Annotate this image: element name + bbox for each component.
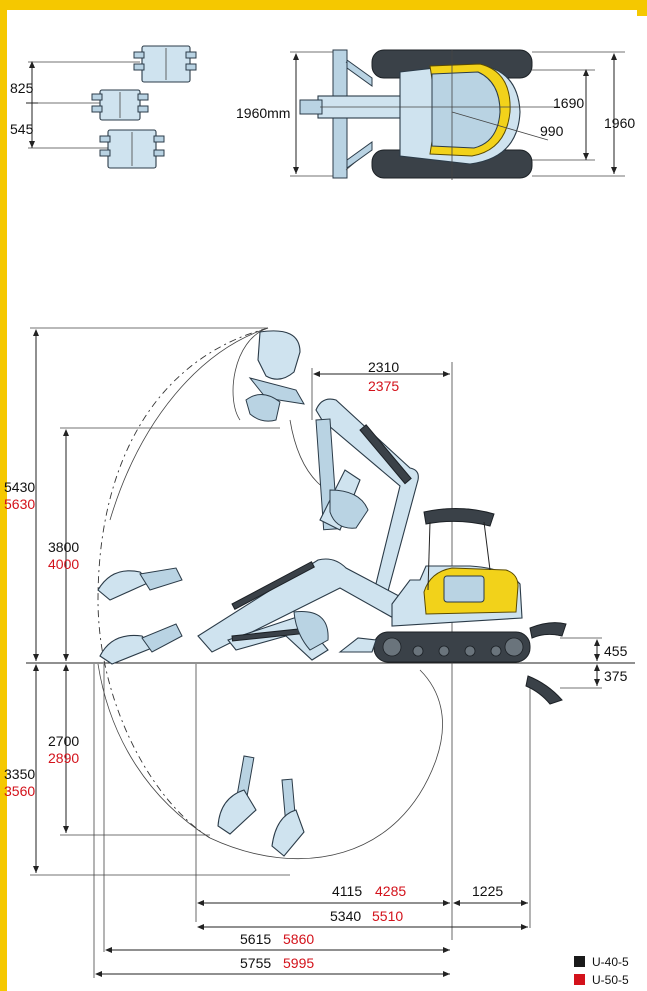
excavator-side-body bbox=[338, 507, 567, 705]
bucket-full-reach-upper bbox=[97, 567, 183, 601]
bucket-max-height bbox=[245, 330, 305, 422]
dim-blade-depth: 375 bbox=[604, 668, 628, 684]
dim-offset-right: 545 bbox=[10, 121, 34, 137]
dim-reach-c: 5615 bbox=[240, 931, 271, 947]
dim-blade-width: 1960mm bbox=[236, 105, 290, 121]
dim-max-height: 5430 bbox=[4, 479, 35, 495]
legend-label-u40: U-40-5 bbox=[592, 955, 629, 969]
dim-reach-d-u50: 5995 bbox=[283, 955, 314, 971]
dim-blade-height: 455 bbox=[604, 643, 628, 659]
working-range-diagram bbox=[26, 327, 635, 978]
dim-swing-radius: 2310 bbox=[368, 359, 399, 375]
dim-offset-left: 825 bbox=[10, 80, 34, 96]
bucket-top-view-left bbox=[133, 45, 197, 83]
dim-dig-depth-u50: 3560 bbox=[4, 783, 35, 799]
excavator-boom-low bbox=[197, 558, 415, 661]
bucket-full-reach-lower bbox=[99, 623, 183, 665]
dim-reach-a-u50: 4285 bbox=[375, 883, 406, 899]
dim-reach-c-u50: 5860 bbox=[283, 931, 314, 947]
dim-reach-d: 5755 bbox=[240, 955, 271, 971]
dim-reach-a: 4115 bbox=[332, 883, 362, 899]
bucket-top-view-right bbox=[99, 129, 165, 169]
dim-tail-length: 1225 bbox=[472, 883, 503, 899]
dim-track-gauge: 1690 bbox=[553, 95, 584, 111]
bucket-top-view-center bbox=[91, 89, 149, 121]
machine-top-view bbox=[290, 49, 625, 180]
dim-dump-height: 3800 bbox=[48, 539, 79, 555]
yellow-frame-corner bbox=[637, 0, 647, 16]
yellow-frame-left bbox=[0, 0, 7, 991]
model-legend: U-40-5 U-50-5 bbox=[574, 955, 629, 987]
boom-offset-view bbox=[26, 45, 197, 169]
dim-wall-depth-u50: 2890 bbox=[48, 750, 79, 766]
dim-dump-height-u50: 4000 bbox=[48, 556, 79, 572]
dim-overall-width: 1960 bbox=[604, 115, 635, 131]
dim-tail-radius: 990 bbox=[540, 123, 564, 139]
dim-swing-radius-u50: 2375 bbox=[368, 378, 399, 394]
bucket-dig-depth bbox=[217, 755, 305, 857]
legend-swatch-u50 bbox=[574, 974, 585, 985]
legend-label-u50: U-50-5 bbox=[592, 973, 629, 987]
excavator-boom-raised bbox=[315, 398, 419, 607]
dim-reach-b-u50: 5510 bbox=[372, 908, 403, 924]
dim-dig-depth: 3350 bbox=[4, 766, 35, 782]
yellow-frame-top bbox=[0, 0, 647, 10]
dim-reach-b: 5340 bbox=[330, 908, 361, 924]
dim-max-height-u50: 5630 bbox=[4, 496, 35, 512]
dim-wall-depth: 2700 bbox=[48, 733, 79, 749]
legend-swatch-u40 bbox=[574, 956, 585, 967]
